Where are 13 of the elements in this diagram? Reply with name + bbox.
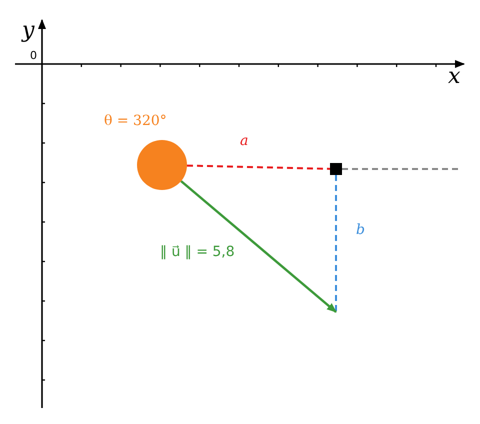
component-label: a	[240, 134, 248, 148]
dimension-line	[186, 164, 330, 170]
angle-circle	[137, 140, 187, 190]
angle-label: θ = 320°	[104, 114, 167, 128]
dashed-line	[342, 168, 460, 170]
right-angle-mark	[330, 163, 342, 175]
vector-arrow	[180, 180, 337, 313]
axis-label: y	[22, 20, 34, 42]
edge-label: ‖ u⃗ ‖ = 5,8	[160, 244, 235, 258]
dimension-line	[335, 175, 337, 312]
origin-label: 0	[30, 50, 37, 61]
component-label: b	[356, 222, 365, 236]
axis-label: x	[448, 66, 460, 88]
